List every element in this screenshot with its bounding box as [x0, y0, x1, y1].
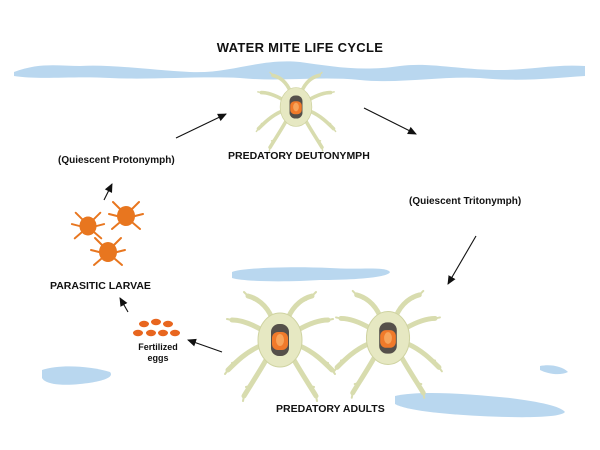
egg-cluster [133, 318, 180, 337]
egg-icon [158, 329, 168, 337]
larva-icon [90, 237, 126, 266]
label-quiescent-protonymph: (Quiescent Protonymph) [58, 155, 175, 166]
label-fertilized-eggs: Fertilized eggs [128, 342, 188, 364]
egg-icon [146, 329, 156, 337]
diagram-title: WATER MITE LIFE CYCLE [216, 40, 384, 55]
water-puddle [42, 366, 111, 385]
larva-icon [70, 211, 106, 240]
label-quiescent-tritonymph: (Quiescent Tritonymph) [409, 196, 522, 207]
deutonymph-mite-icon [254, 70, 338, 153]
larva-icon [108, 201, 144, 230]
arrow-icon [119, 297, 129, 313]
arrow-icon [447, 235, 477, 285]
label-parasitic-larvae: PARASITIC LARVAE [50, 280, 151, 292]
egg-icon [151, 318, 161, 326]
egg-icon [170, 329, 180, 337]
arrow-icon [187, 338, 223, 353]
label-predatory-deutonymph: PREDATORY DEUTONYMPH [228, 150, 370, 162]
water-surface [14, 61, 585, 82]
water-puddle [540, 365, 568, 375]
label-predatory-adults: PREDATORY ADULTS [276, 403, 385, 415]
label-fertilized: Fertilized [138, 342, 178, 352]
adult-mite-icon [334, 291, 442, 398]
egg-icon [139, 320, 149, 328]
egg-icon [163, 320, 173, 328]
arrow-icon [175, 113, 227, 139]
adult-mite-icon [225, 292, 335, 401]
egg-icon [133, 329, 143, 337]
arrow-icon [103, 183, 113, 201]
label-eggs: eggs [147, 353, 169, 363]
water-puddle [395, 392, 565, 418]
water-puddle [232, 267, 390, 282]
arrow-icon [363, 107, 417, 135]
